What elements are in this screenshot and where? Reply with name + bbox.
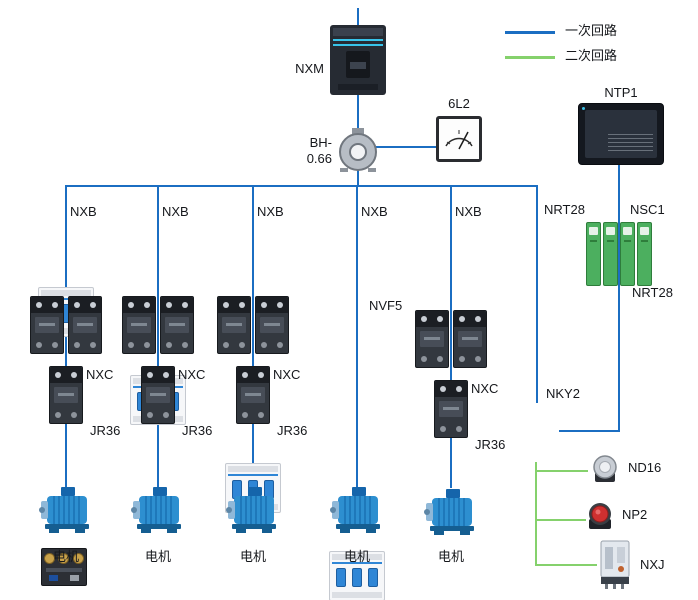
contactor-icon (68, 296, 102, 354)
contactor-pair (122, 296, 194, 354)
wire-ct-to-meter (376, 146, 436, 148)
branch2-breaker-label: NXB (162, 204, 189, 219)
branch1-overload-label: JR36 (90, 423, 121, 438)
branch2-overload-label: JR36 (182, 423, 213, 438)
push-button-icon (584, 502, 616, 537)
contactor-icon (434, 380, 468, 438)
contactor-pair (30, 296, 102, 354)
nxm-breaker-icon (330, 25, 386, 100)
motor-icon (422, 488, 480, 545)
contactor-icon (415, 310, 449, 368)
branch2-motor-label: 电机 (144, 549, 171, 564)
motor-icon (129, 486, 187, 543)
branch4-motor-label: 电机 (343, 549, 370, 564)
branch5-overload-label: JR36 (475, 437, 506, 452)
indicator-light-icon (588, 455, 622, 490)
motor-icon (224, 486, 282, 543)
current-transformer-icon (338, 128, 378, 177)
hmi-label: NTP1 (604, 85, 638, 100)
fuse2-label: NRT28 (632, 285, 673, 300)
branch5-breaker-label: NXB (455, 204, 482, 219)
wire-secondary-trunk (535, 462, 537, 566)
motor-icon (328, 486, 386, 543)
wire-to-button (536, 519, 586, 521)
ct-label-line2: 0.66 (306, 151, 332, 166)
meter-label: 6L2 (448, 96, 470, 111)
branch2-contactor-label: NXC (178, 367, 206, 382)
fuse1-label: NRT28 (544, 202, 585, 217)
branch4-breaker-label: NXB (361, 204, 388, 219)
contactor-pair (415, 310, 487, 368)
legend-secondary-label: 二次回路 (565, 48, 618, 63)
contactor-icon (122, 296, 156, 354)
branch3-contactor-label: NXC (273, 367, 301, 382)
contactor-icon (160, 296, 194, 354)
contactor-icon (217, 296, 251, 354)
mcb-icon (329, 551, 385, 600)
wire-to-indicator (536, 470, 588, 472)
wire-nxm-to-ct (357, 95, 359, 129)
wire-hmi-to-psu (559, 430, 620, 432)
branch5-motor-label: 电机 (437, 549, 464, 564)
ct-label-line1: BH- (309, 135, 332, 150)
branch1-contactor-label: NXC (86, 367, 114, 382)
wire-branch-1 (65, 187, 67, 488)
legend-primary-swatch (505, 31, 555, 34)
branch5-contactor-label: NXC (471, 381, 499, 396)
wire-ct-to-bus (357, 170, 359, 186)
contactor-icon (49, 366, 83, 424)
relay-label: NXJ (640, 557, 665, 572)
indicator-label: ND16 (628, 460, 662, 475)
branch3-overload-label: JR36 (277, 423, 308, 438)
branch4-drive-label: NVF5 (369, 298, 403, 313)
hmi-panel-icon (578, 103, 664, 165)
motor-icon (37, 486, 95, 543)
contactor-pair (217, 296, 289, 354)
branch1-motor-label: 电机 (52, 549, 79, 564)
branch3-motor-label: 电机 (239, 549, 266, 564)
contactor-icon (236, 366, 270, 424)
wire-incoming (357, 8, 359, 26)
wire-bus-to-psu (536, 187, 538, 403)
wire-to-relay (536, 564, 597, 566)
wire-main-bus (65, 185, 538, 187)
branch3-breaker-label: NXB (257, 204, 284, 219)
contactor-icon (255, 296, 289, 354)
plc-label: NSC1 (630, 202, 665, 217)
nxm-label: NXM (295, 61, 324, 76)
wire-branch-2 (157, 187, 159, 488)
contactor-icon (141, 366, 175, 424)
wire-hmi-column (618, 165, 620, 432)
panel-meter-icon (436, 116, 482, 162)
contactor-icon (30, 296, 64, 354)
branch1-breaker-label: NXB (70, 204, 97, 219)
contactor-icon (453, 310, 487, 368)
wire-branch-3 (252, 187, 254, 488)
thermal-relay-icon (41, 548, 87, 586)
button-label: NP2 (622, 507, 648, 522)
plc-module-icon (586, 222, 652, 286)
legend-primary-label: 一次回路 (565, 23, 618, 38)
relay-icon (596, 538, 634, 595)
legend-secondary-swatch (505, 56, 555, 59)
wire-branch-5 (450, 187, 452, 488)
psu-label: NKY2 (546, 386, 580, 401)
wire-branch-4 (356, 187, 358, 488)
